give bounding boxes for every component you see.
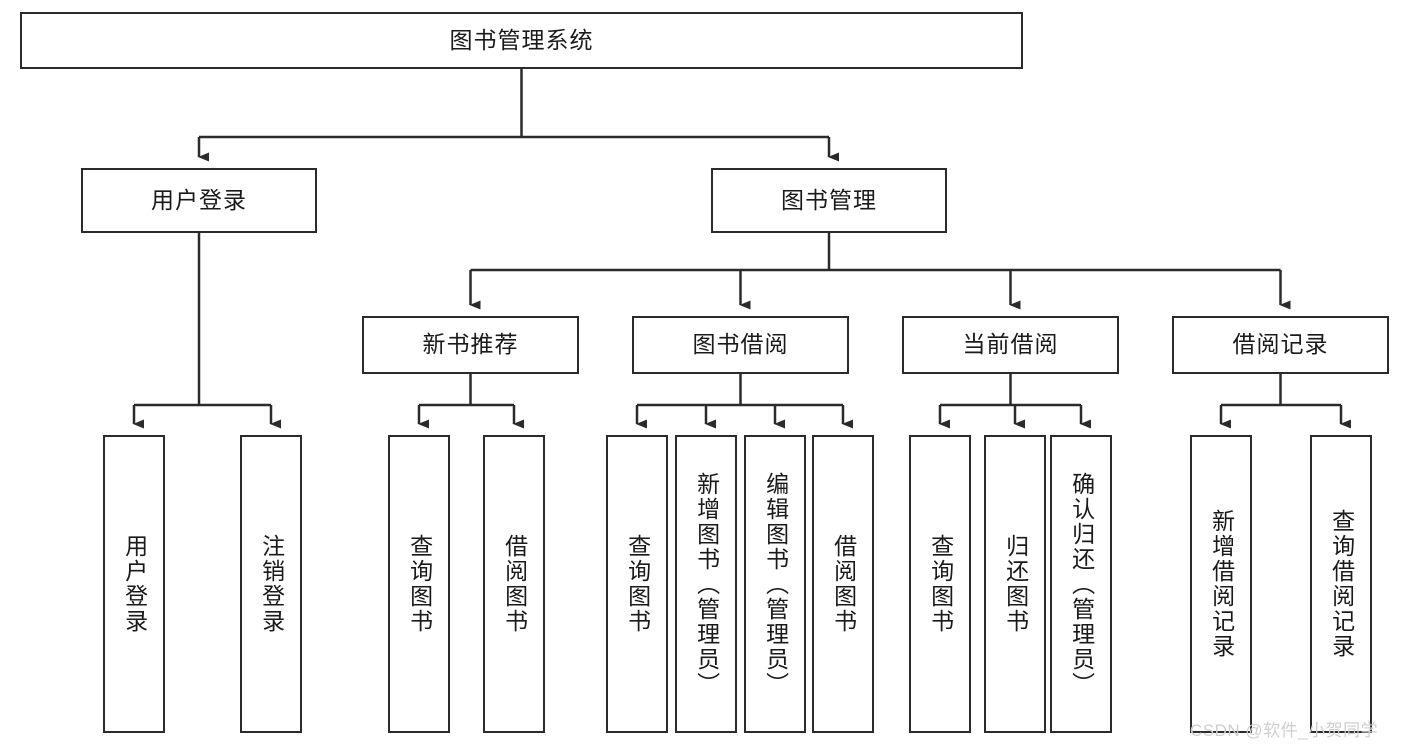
node-leaf-b-edit[interactable]: 编辑图书（管理员） [744, 435, 806, 733]
node-leaf-r-add[interactable]: 新增借阅记录 [1190, 435, 1252, 733]
node-label: 归还图书 [1002, 534, 1029, 634]
node-label: 用户登录 [121, 534, 148, 634]
node-label: 借阅记录 [1232, 331, 1329, 358]
node-leaf-b-lend[interactable]: 借阅图书 [812, 435, 874, 733]
node-leaf-b-query[interactable]: 查询图书 [606, 435, 668, 733]
watermark-label: CSDN @软件_小贺同学 [1190, 721, 1379, 740]
node-l3-record[interactable]: 借阅记录 [1172, 316, 1389, 374]
node-label: 借阅图书 [501, 534, 528, 634]
node-leaf-r-query[interactable]: 查询借阅记录 [1310, 435, 1372, 733]
node-label: 新增图书（管理员） [693, 471, 720, 697]
node-label: 新书推荐 [422, 331, 519, 358]
node-label: 当前借阅 [962, 331, 1059, 358]
node-leaf-c-confirm[interactable]: 确认归还（管理员） [1050, 435, 1112, 733]
node-label: 注销登录 [258, 534, 285, 634]
node-leaf-user-logout[interactable]: 注销登录 [240, 435, 302, 733]
node-label: 借阅图书 [830, 534, 857, 634]
node-leaf-b-add[interactable]: 新增图书（管理员） [675, 435, 737, 733]
node-label: 图书借阅 [692, 331, 789, 358]
node-leaf-new-borrow[interactable]: 借阅图书 [483, 435, 545, 733]
node-label: 新增借阅记录 [1208, 509, 1235, 659]
node-leaf-new-query[interactable]: 查询图书 [388, 435, 450, 733]
node-leaf-user-login[interactable]: 用户登录 [103, 435, 165, 733]
node-leaf-c-return[interactable]: 归还图书 [984, 435, 1046, 733]
node-l3-borrow[interactable]: 图书借阅 [632, 316, 849, 374]
node-label: 查询图书 [406, 534, 433, 634]
node-label: 用户登录 [151, 186, 247, 213]
node-l2-book[interactable]: 图书管理 [711, 168, 947, 233]
node-l2-user[interactable]: 用户登录 [81, 168, 317, 233]
node-label: 图书管理 [781, 186, 877, 213]
node-leaf-c-query[interactable]: 查询图书 [909, 435, 971, 733]
node-label: 查询借阅记录 [1328, 509, 1355, 659]
node-root[interactable]: 图书管理系统 [20, 12, 1023, 69]
node-label: 编辑图书（管理员） [762, 471, 789, 697]
node-label: 图书管理系统 [449, 26, 594, 53]
node-l3-current[interactable]: 当前借阅 [902, 316, 1119, 374]
node-label: 查询图书 [624, 534, 651, 634]
node-l3-new[interactable]: 新书推荐 [362, 316, 579, 374]
node-label: 查询图书 [927, 534, 954, 634]
node-label: 确认归还（管理员） [1068, 471, 1095, 697]
